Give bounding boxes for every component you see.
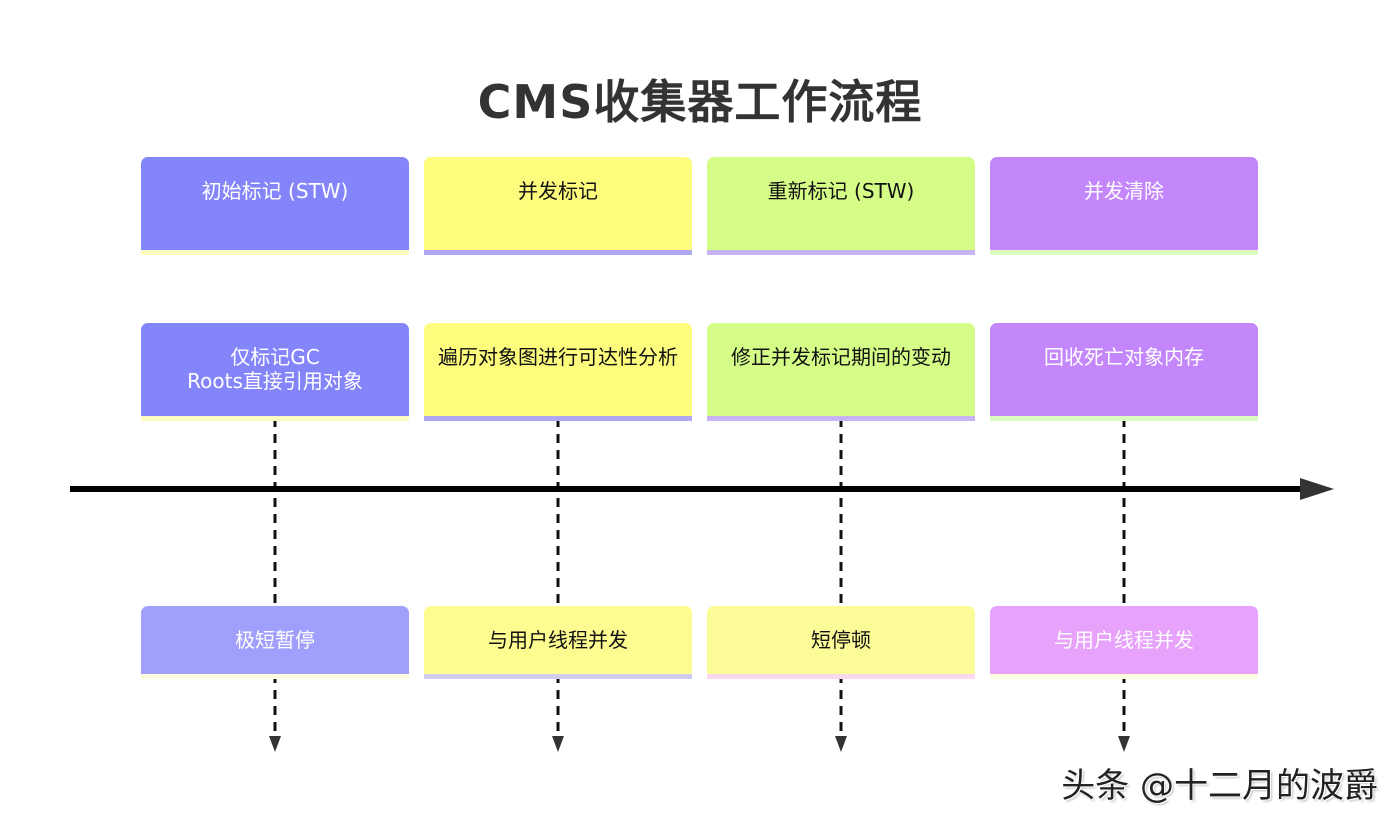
phase-name-box-initial-mark: 初始标记 (STW): [141, 157, 409, 255]
pause-label: 与用户线程并发: [488, 628, 628, 652]
arrow-down-icon: [552, 736, 564, 752]
phase-description: 回收死亡对象内存: [1044, 345, 1204, 369]
box-underline: [424, 250, 692, 255]
box-underline: [424, 416, 692, 421]
box-underline: [707, 674, 975, 679]
box-underline: [141, 416, 409, 421]
box-underline: [990, 250, 1258, 255]
box-underline: [141, 250, 409, 255]
diagram-title: CMS收集器工作流程: [477, 75, 923, 129]
box-underline: [707, 250, 975, 255]
pause-box-concurrent-mark: 与用户线程并发: [424, 606, 692, 679]
phase-desc-box-concurrent-sweep: 回收死亡对象内存: [990, 323, 1258, 421]
pause-box-concurrent-sweep: 与用户线程并发: [990, 606, 1258, 679]
phase-name: 初始标记 (STW): [201, 179, 349, 203]
phase-description: 修正并发标记期间的变动: [731, 345, 951, 369]
phase-name: 并发清除: [1084, 179, 1164, 203]
phase-description: 遍历对象图进行可达性分析: [438, 345, 678, 369]
arrow-down-icon: [269, 736, 281, 752]
phase-desc-box-initial-mark: 仅标记GC Roots直接引用对象: [141, 323, 409, 421]
phase-desc-box-remark: 修正并发标记期间的变动: [707, 323, 975, 421]
watermark: 头条 @十二月的波爵: [1061, 766, 1378, 806]
phase-name: 重新标记 (STW): [767, 179, 915, 203]
pause-box-initial-mark: 极短暂停: [141, 606, 409, 679]
box-underline: [424, 674, 692, 679]
pause-label: 与用户线程并发: [1054, 628, 1194, 652]
phase-name-box-concurrent-sweep: 并发清除: [990, 157, 1258, 255]
pause-box-remark: 短停顿: [707, 606, 975, 679]
phase-desc-box-concurrent-mark: 遍历对象图进行可达性分析: [424, 323, 692, 421]
pause-label: 短停顿: [811, 628, 871, 652]
arrow-down-icon: [1118, 736, 1130, 752]
arrow-right-icon: [1300, 478, 1334, 500]
box-underline: [141, 674, 409, 679]
box-underline: [707, 416, 975, 421]
phase-name: 并发标记: [518, 179, 598, 203]
arrow-down-icon: [835, 736, 847, 752]
box-underline: [990, 416, 1258, 421]
pause-label: 极短暂停: [235, 628, 315, 652]
phase-name-box-remark: 重新标记 (STW): [707, 157, 975, 255]
phase-description: 仅标记GC Roots直接引用对象: [187, 345, 363, 393]
phase-name-box-concurrent-mark: 并发标记: [424, 157, 692, 255]
box-underline: [990, 674, 1258, 679]
